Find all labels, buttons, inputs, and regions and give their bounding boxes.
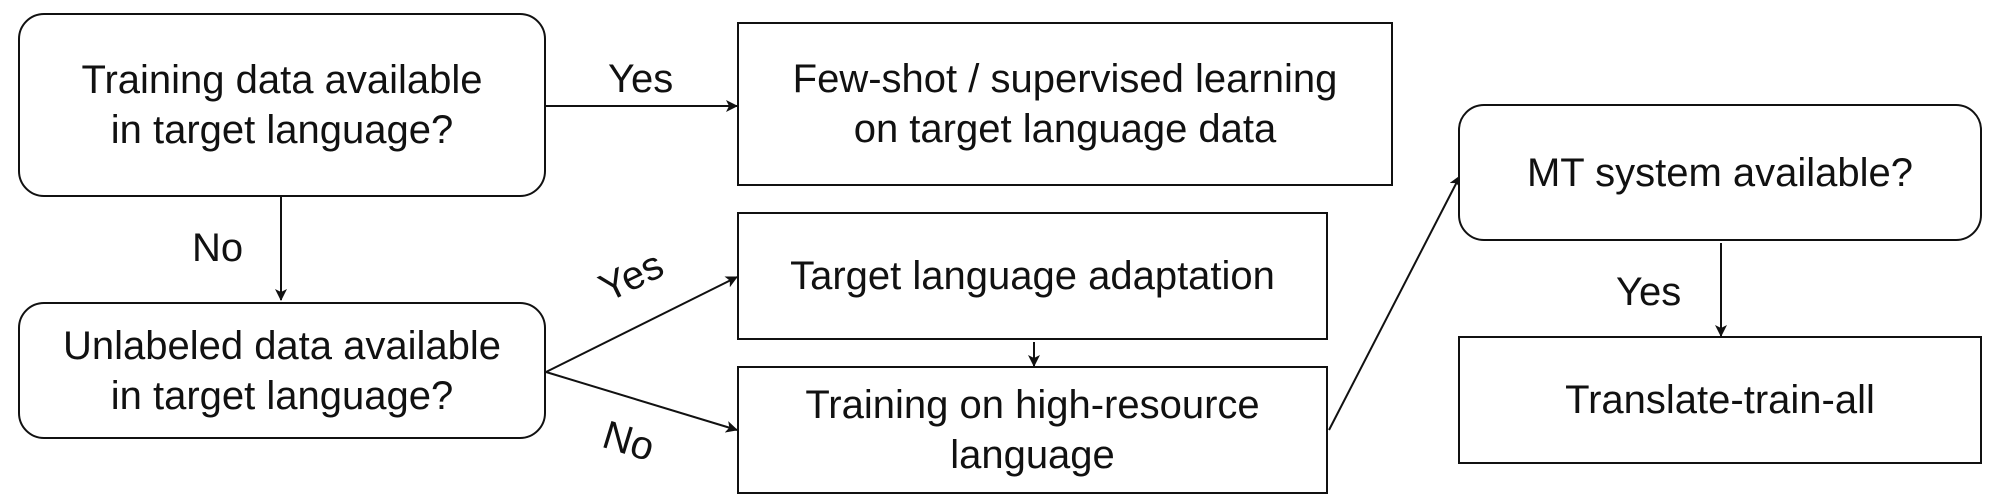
high-resource-training-node: Training on high-resource language	[737, 366, 1328, 494]
mt-system-available-node: MT system available?	[1458, 104, 1982, 241]
node-label-line: Unlabeled data available	[62, 323, 502, 368]
node-label-line: in target language?	[110, 108, 454, 152]
node-label-line: Training on high-resource	[805, 383, 1260, 427]
unlabeled-data-available-node: Unlabeled data available in target langu…	[18, 302, 546, 439]
node-label-line: Few-shot / supervised learning	[792, 57, 1338, 101]
target-language-adaptation-node: Target language adaptation	[737, 212, 1328, 340]
node-label-line: language	[950, 433, 1115, 477]
node-label-line: on target language data	[853, 107, 1277, 151]
supervised-learning-node: Few-shot / supervised learning on target…	[737, 22, 1393, 186]
node-label-line: Translate-train-all	[1565, 378, 1875, 422]
training-data-available-node: Training data available in target langua…	[18, 13, 546, 197]
edge-label-yes: Yes	[1616, 270, 1682, 314]
node-label-line: Target language adaptation	[790, 254, 1275, 298]
node-label-line: in target language?	[110, 373, 454, 418]
node-label-line: MT system available?	[1526, 150, 1914, 195]
node-label-line: Training data available	[81, 58, 483, 102]
translate-train-all-node: Translate-train-all	[1458, 336, 1982, 464]
edge-label-no: No	[192, 226, 244, 270]
arrow-unlabeled-to-adaptation	[545, 276, 738, 373]
arrow-unlabeled-to-high-resource	[545, 371, 738, 433]
arrow-high-resource-to-mt	[1328, 175, 1461, 431]
edge-label-yes: Yes	[608, 57, 674, 101]
